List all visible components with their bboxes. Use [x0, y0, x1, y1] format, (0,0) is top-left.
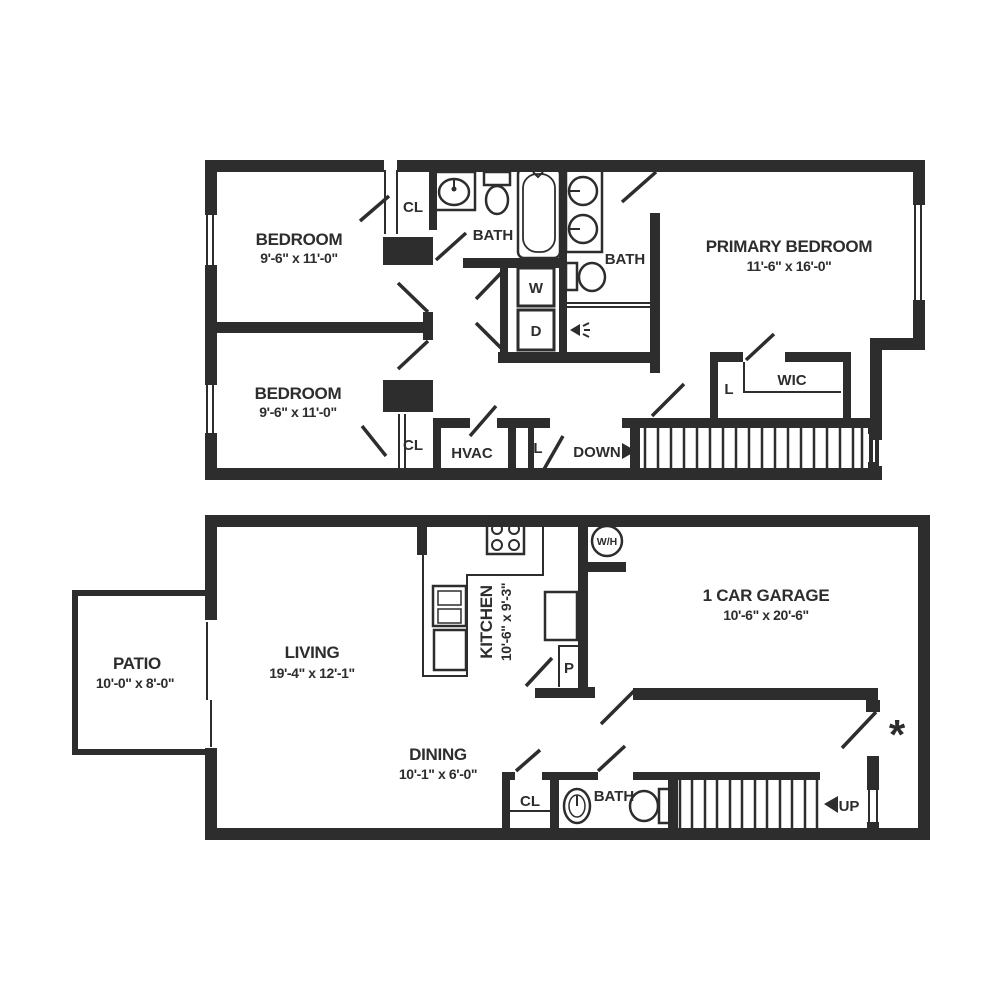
label-wic: WIC [777, 372, 806, 389]
room-label-bedroom-top: BEDROOM [256, 230, 343, 249]
water-heater-icon [590, 524, 624, 558]
upper-stairs-treads [643, 428, 864, 468]
room-label-kitchen: KITCHEN [477, 585, 496, 658]
room-dims-patio: 10'-0" x 8'-0" [96, 675, 174, 691]
label-stairs-down: DOWN [573, 444, 621, 461]
note-marker-text: * [889, 711, 906, 758]
lower-floor-plan: * PATIO 10'-0" x 8'-0" LIVING 19'-4" x 1… [72, 515, 930, 840]
room-dims-living: 19'-4" x 12'-1" [269, 665, 355, 681]
patio-sliding-door [206, 622, 212, 747]
sink-icon [433, 170, 477, 212]
kitchen-sink-icon [431, 584, 468, 628]
upper-walls [205, 160, 925, 480]
label-linen-primary: L [724, 381, 733, 398]
dishwasher-icon [432, 628, 468, 672]
room-label-living: LIVING [285, 643, 340, 662]
lower-stairs-treads [678, 780, 819, 828]
room-dims-garage: 10'-6" x 20'-6" [723, 607, 809, 623]
washer-box [516, 266, 556, 308]
room-label-hall-bath: BATH [473, 227, 514, 244]
upper-windows [206, 205, 922, 466]
room-dims-kitchen: 10'-6" x 9'-3" [498, 583, 514, 661]
fridge-icon [543, 590, 579, 642]
label-linen-hall: L [533, 440, 542, 457]
label-dryer: D [531, 323, 542, 340]
room-dims-dining: 10'-1" x 6'-0" [399, 766, 477, 782]
upper-floor-plan: BEDROOM 9'-6" x 11'-0" BEDROOM 9'-6" x 1… [205, 160, 925, 480]
hall-bath-fixtures [433, 166, 562, 260]
toilet-icon [564, 261, 607, 293]
pedestal-sink-icon [562, 787, 592, 825]
toilet-icon [628, 787, 672, 825]
up-arrow-icon [824, 796, 838, 813]
room-label-dining: DINING [409, 745, 467, 764]
room-label-primary-bedroom: PRIMARY BEDROOM [706, 237, 873, 256]
pantry-lines [558, 645, 578, 687]
closet-door-lines [384, 170, 841, 472]
note-asterisk: * [889, 711, 906, 758]
shower-wall [567, 302, 651, 308]
room-label-bedroom-bottom: BEDROOM [255, 384, 342, 403]
label-pantry: P [564, 660, 574, 677]
shower-icon [570, 322, 590, 338]
kitchen-fixtures [431, 516, 579, 687]
lower-door-swings [514, 656, 878, 773]
bathtub-icon [516, 166, 562, 260]
room-dims-bedroom-top: 9'-6" x 11'-0" [260, 250, 337, 266]
room-dims-primary-bedroom: 11'-6" x 16'-0" [747, 258, 832, 274]
entry-door-lines [510, 790, 878, 822]
label-lower-closet: CL [520, 793, 540, 810]
label-stairs-up: UP [839, 798, 860, 815]
lower-walls [72, 515, 930, 840]
upper-door-swings [358, 170, 776, 472]
room-label-patio: PATIO [113, 654, 161, 673]
primary-bath-fixtures [564, 164, 651, 338]
room-label-primary-bath: BATH [605, 251, 646, 268]
label-closet-top: CL [403, 199, 423, 216]
label-washer: W [529, 280, 544, 297]
dryer-box [516, 308, 556, 352]
label-hvac: HVAC [451, 445, 493, 462]
label-water-heater: W/H [597, 536, 617, 548]
lower-bath-fixtures [562, 787, 672, 825]
toilet-icon [482, 170, 512, 216]
label-closet-bottom: CL [403, 437, 423, 454]
stove-icon [485, 516, 526, 556]
down-arrow-icon [622, 443, 636, 459]
room-dims-bedroom-bottom: 9'-6" x 11'-0" [259, 404, 336, 420]
room-label-lower-bath: BATH [594, 788, 635, 805]
double-sink-icon [564, 164, 604, 254]
room-label-garage: 1 CAR GARAGE [703, 586, 830, 605]
